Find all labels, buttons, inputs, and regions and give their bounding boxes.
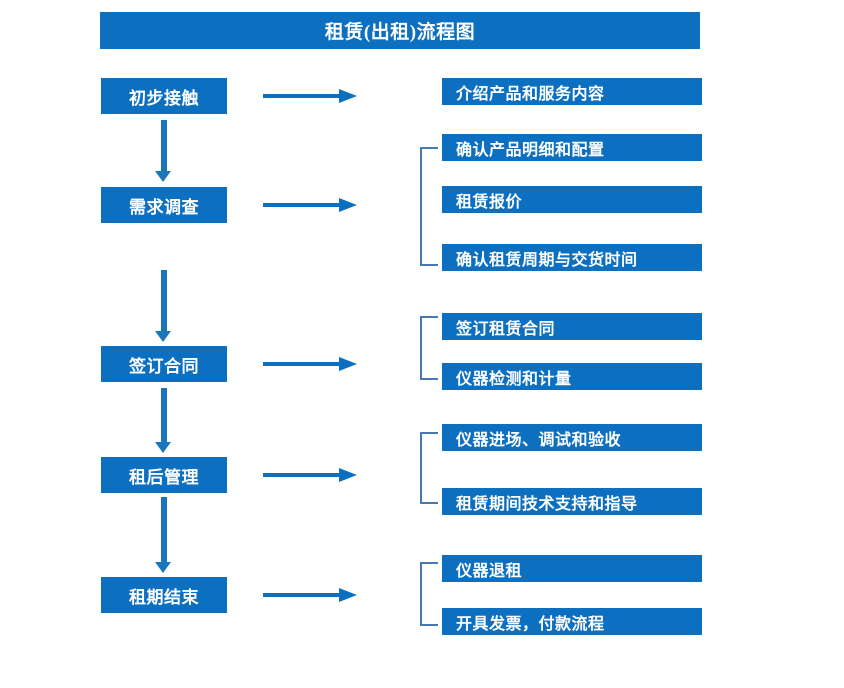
group-bracket-needs-survey [420, 147, 438, 266]
group-bracket-post-rental-mgmt [420, 432, 438, 504]
stage-box-lease-end[interactable]: 租期结束 [101, 577, 227, 613]
detail-box-confirm-product-spec[interactable]: 确认产品明细和配置 [442, 134, 702, 161]
detail-box-instrument-testing[interactable]: 仪器检测和计量 [442, 363, 702, 390]
group-bracket-sign-contract [420, 316, 438, 380]
stage-box-initial-contact[interactable]: 初步接触 [101, 78, 227, 114]
detail-box-instrument-delivery[interactable]: 仪器进场、调试和验收 [442, 424, 702, 451]
branch-arrow-5 [263, 588, 357, 602]
branch-arrow-3 [263, 357, 357, 371]
group-bracket-lease-end [420, 562, 438, 626]
branch-arrow-4 [263, 468, 357, 482]
flow-arrow-down-2 [155, 270, 172, 342]
branch-arrow-2 [263, 198, 357, 212]
detail-box-introduce-products[interactable]: 介绍产品和服务内容 [442, 78, 702, 105]
stage-box-needs-survey[interactable]: 需求调查 [101, 187, 227, 223]
flow-arrow-down-1 [155, 120, 172, 182]
detail-box-instrument-return[interactable]: 仪器退租 [442, 555, 702, 582]
stage-box-post-rental-mgmt[interactable]: 租后管理 [101, 457, 227, 493]
branch-arrow-1 [263, 89, 357, 103]
detail-box-technical-support[interactable]: 租赁期间技术支持和指导 [442, 488, 702, 515]
detail-box-confirm-period[interactable]: 确认租赁周期与交货时间 [442, 244, 702, 271]
detail-box-sign-rental-contract[interactable]: 签订租赁合同 [442, 313, 702, 340]
stage-box-sign-contract[interactable]: 签订合同 [101, 346, 227, 382]
flow-arrow-down-4 [155, 497, 172, 573]
flow-arrow-down-3 [155, 388, 172, 453]
page-title: 租赁(出租)流程图 [100, 12, 700, 49]
detail-box-invoice-payment[interactable]: 开具发票，付款流程 [442, 608, 702, 635]
detail-box-rental-quote[interactable]: 租赁报价 [442, 186, 702, 213]
